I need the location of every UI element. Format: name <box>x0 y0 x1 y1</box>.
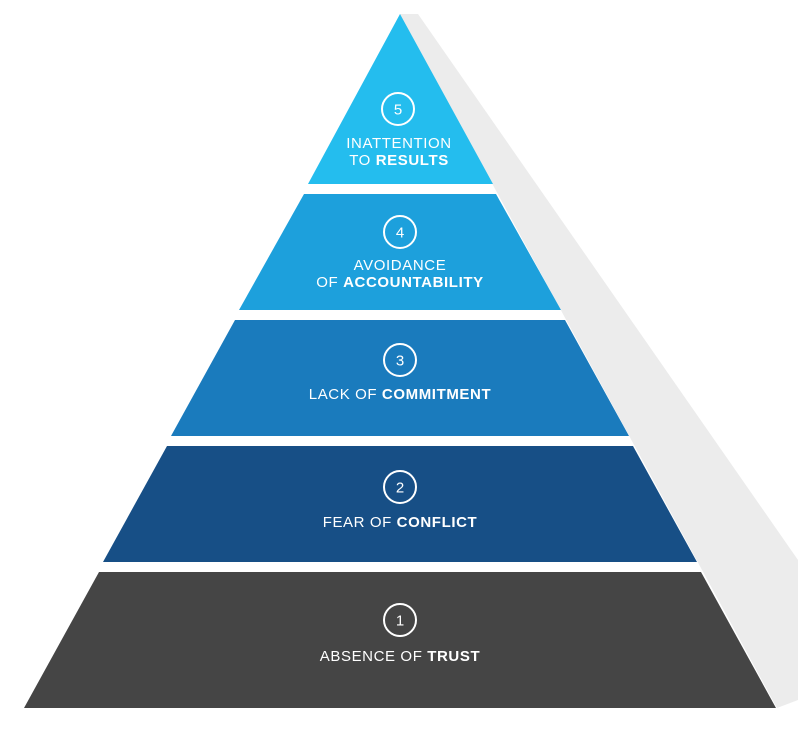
tier-5-shape <box>308 14 493 184</box>
tier-4-label-line1: AVOIDANCE <box>354 257 447 274</box>
tier-5: 5 INATTENTION TO RESULTS <box>308 14 493 184</box>
tier-1-number-circle <box>383 603 417 637</box>
tier-4: 4 AVOIDANCE OF ACCOUNTABILITY <box>239 194 561 310</box>
tier-1-label: ABSENCE OF TRUST <box>320 648 480 665</box>
tier-2: 2 FEAR OF CONFLICT <box>103 446 697 562</box>
tier-2-number: 2 <box>396 480 404 497</box>
tier-2-label: FEAR OF CONFLICT <box>323 514 478 531</box>
tier-3-number: 3 <box>396 353 404 370</box>
tier-5-number: 5 <box>394 102 402 119</box>
tier-5-number-circle <box>381 92 415 126</box>
tier-5-label-line2: TO RESULTS <box>349 152 449 169</box>
tier-4-label-line2: OF ACCOUNTABILITY <box>316 274 483 291</box>
tier-3-label: LACK OF COMMITMENT <box>309 386 491 403</box>
tier-4-shape <box>239 194 561 310</box>
tier-1: 1 ABSENCE OF TRUST <box>24 572 776 708</box>
tier-2-number-circle <box>383 470 417 504</box>
tier-3-number-circle <box>383 343 417 377</box>
tier-4-number-circle <box>383 215 417 249</box>
tier-4-number: 4 <box>396 225 404 242</box>
tier-3: 3 LACK OF COMMITMENT <box>171 320 629 436</box>
pyramid-shadow <box>400 14 798 708</box>
tier-1-shape <box>24 572 776 708</box>
tier-1-number: 1 <box>396 613 404 630</box>
tier-5-label-line1: INATTENTION <box>346 135 451 152</box>
tier-3-shape <box>171 320 629 436</box>
